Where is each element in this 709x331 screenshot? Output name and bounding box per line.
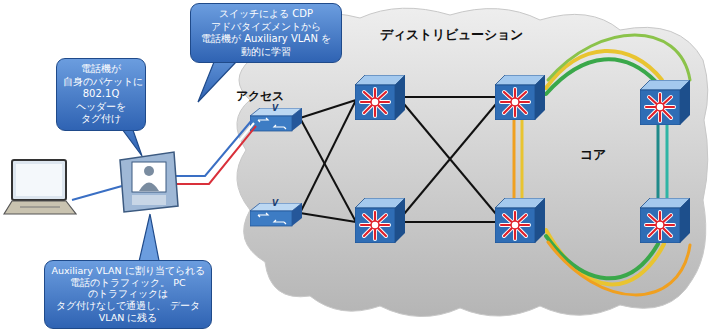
core-switch (640, 80, 690, 125)
distribution-switch (355, 75, 405, 120)
callout-text: スイッチによる CDP アドバタイズメントから 電話機が Auxiliary V… (197, 8, 335, 58)
ip-phone-icon (120, 152, 178, 212)
distribution-interlink (514, 120, 522, 200)
callout-bubble: 電話機が 自身のパケットに 802.1Q ヘッダーを タグ付け (56, 58, 146, 131)
core-links (546, 35, 690, 295)
phone-uplink (176, 120, 256, 184)
laptop-icon (4, 160, 76, 214)
callout-tail (198, 62, 236, 102)
callout-text: Auxiliary VLAN に割り当てられる 電話のトラフィック。 PC のト… (51, 265, 205, 324)
callout-tail (138, 214, 160, 266)
icon-letter: V (272, 199, 278, 208)
core-switch (640, 198, 690, 243)
distribution-switch (355, 198, 405, 243)
callout-text: 電話機が 自身のパケットに 802.1Q ヘッダーを タグ付け (63, 63, 139, 126)
tier-label: アクセス (236, 88, 284, 105)
icon-letter: V (272, 104, 278, 113)
tier-label: コア (580, 146, 606, 164)
callout-bubble: Auxiliary VLAN に割り当てられる 電話のトラフィック。 PC のト… (44, 260, 212, 329)
callout-bubble: スイッチによる CDP アドバタイズメントから 電話機が Auxiliary V… (190, 3, 342, 63)
tier-label: ディストリビューション (380, 26, 523, 44)
distribution-switch (495, 75, 545, 120)
pc-link (72, 186, 122, 200)
distribution-switch (495, 198, 545, 243)
